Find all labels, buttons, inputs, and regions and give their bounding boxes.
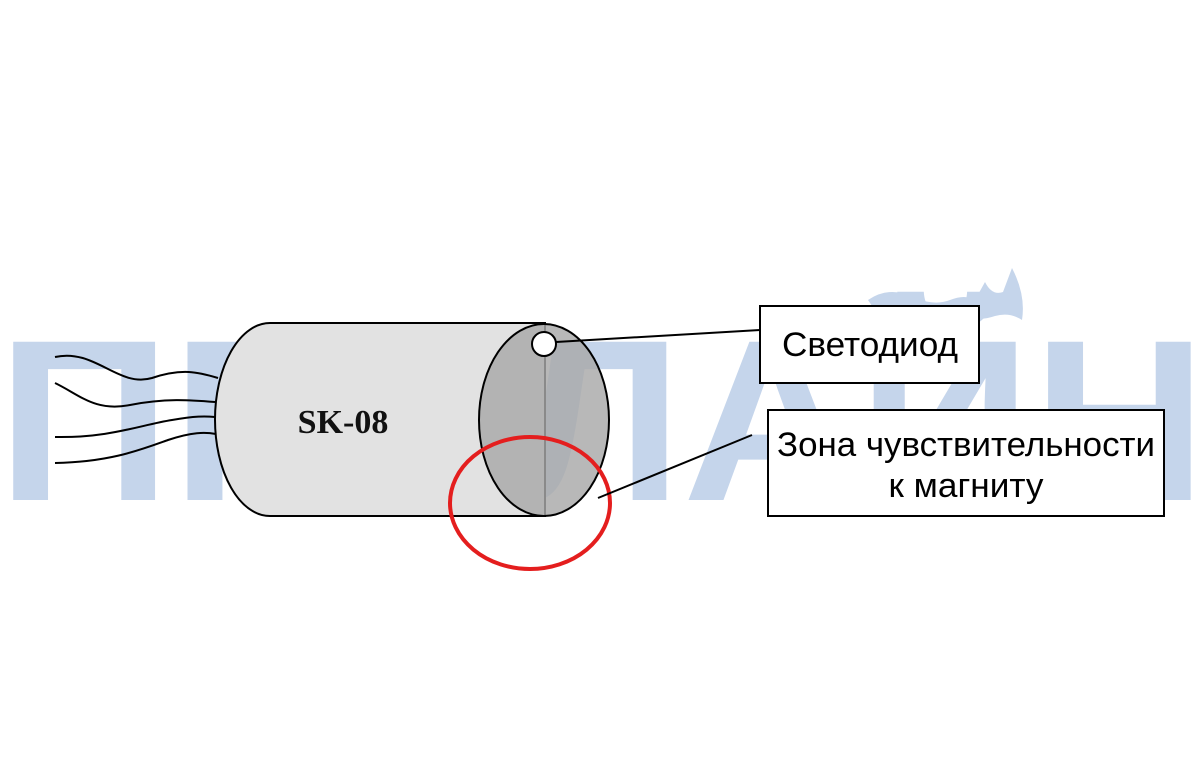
- zone-leader-line: [597, 434, 753, 499]
- wire: [54, 382, 216, 408]
- wire: [54, 415, 216, 439]
- led-indicator: [531, 331, 557, 357]
- led-leader-line: [555, 329, 761, 343]
- model-label: SK-08: [298, 404, 389, 441]
- sensitivity-zone-circle: [448, 435, 612, 571]
- sensor-wires: [54, 354, 219, 464]
- wire: [54, 431, 217, 464]
- wire: [54, 354, 219, 381]
- led-callout-box: [759, 305, 980, 384]
- zone-callout-line2: к магниту: [889, 467, 1044, 505]
- led-callout-label: Светодиод: [782, 326, 958, 364]
- zone-callout-line1: Зона чувствительности: [777, 426, 1155, 464]
- sensor-body: SK-08: [214, 322, 610, 517]
- zone-callout: Зона чувствительности к магниту: [767, 409, 1165, 517]
- zone-callout-box: [767, 409, 1165, 517]
- cylinder-end-cap: [478, 323, 610, 517]
- led-callout: Светодиод: [759, 305, 980, 384]
